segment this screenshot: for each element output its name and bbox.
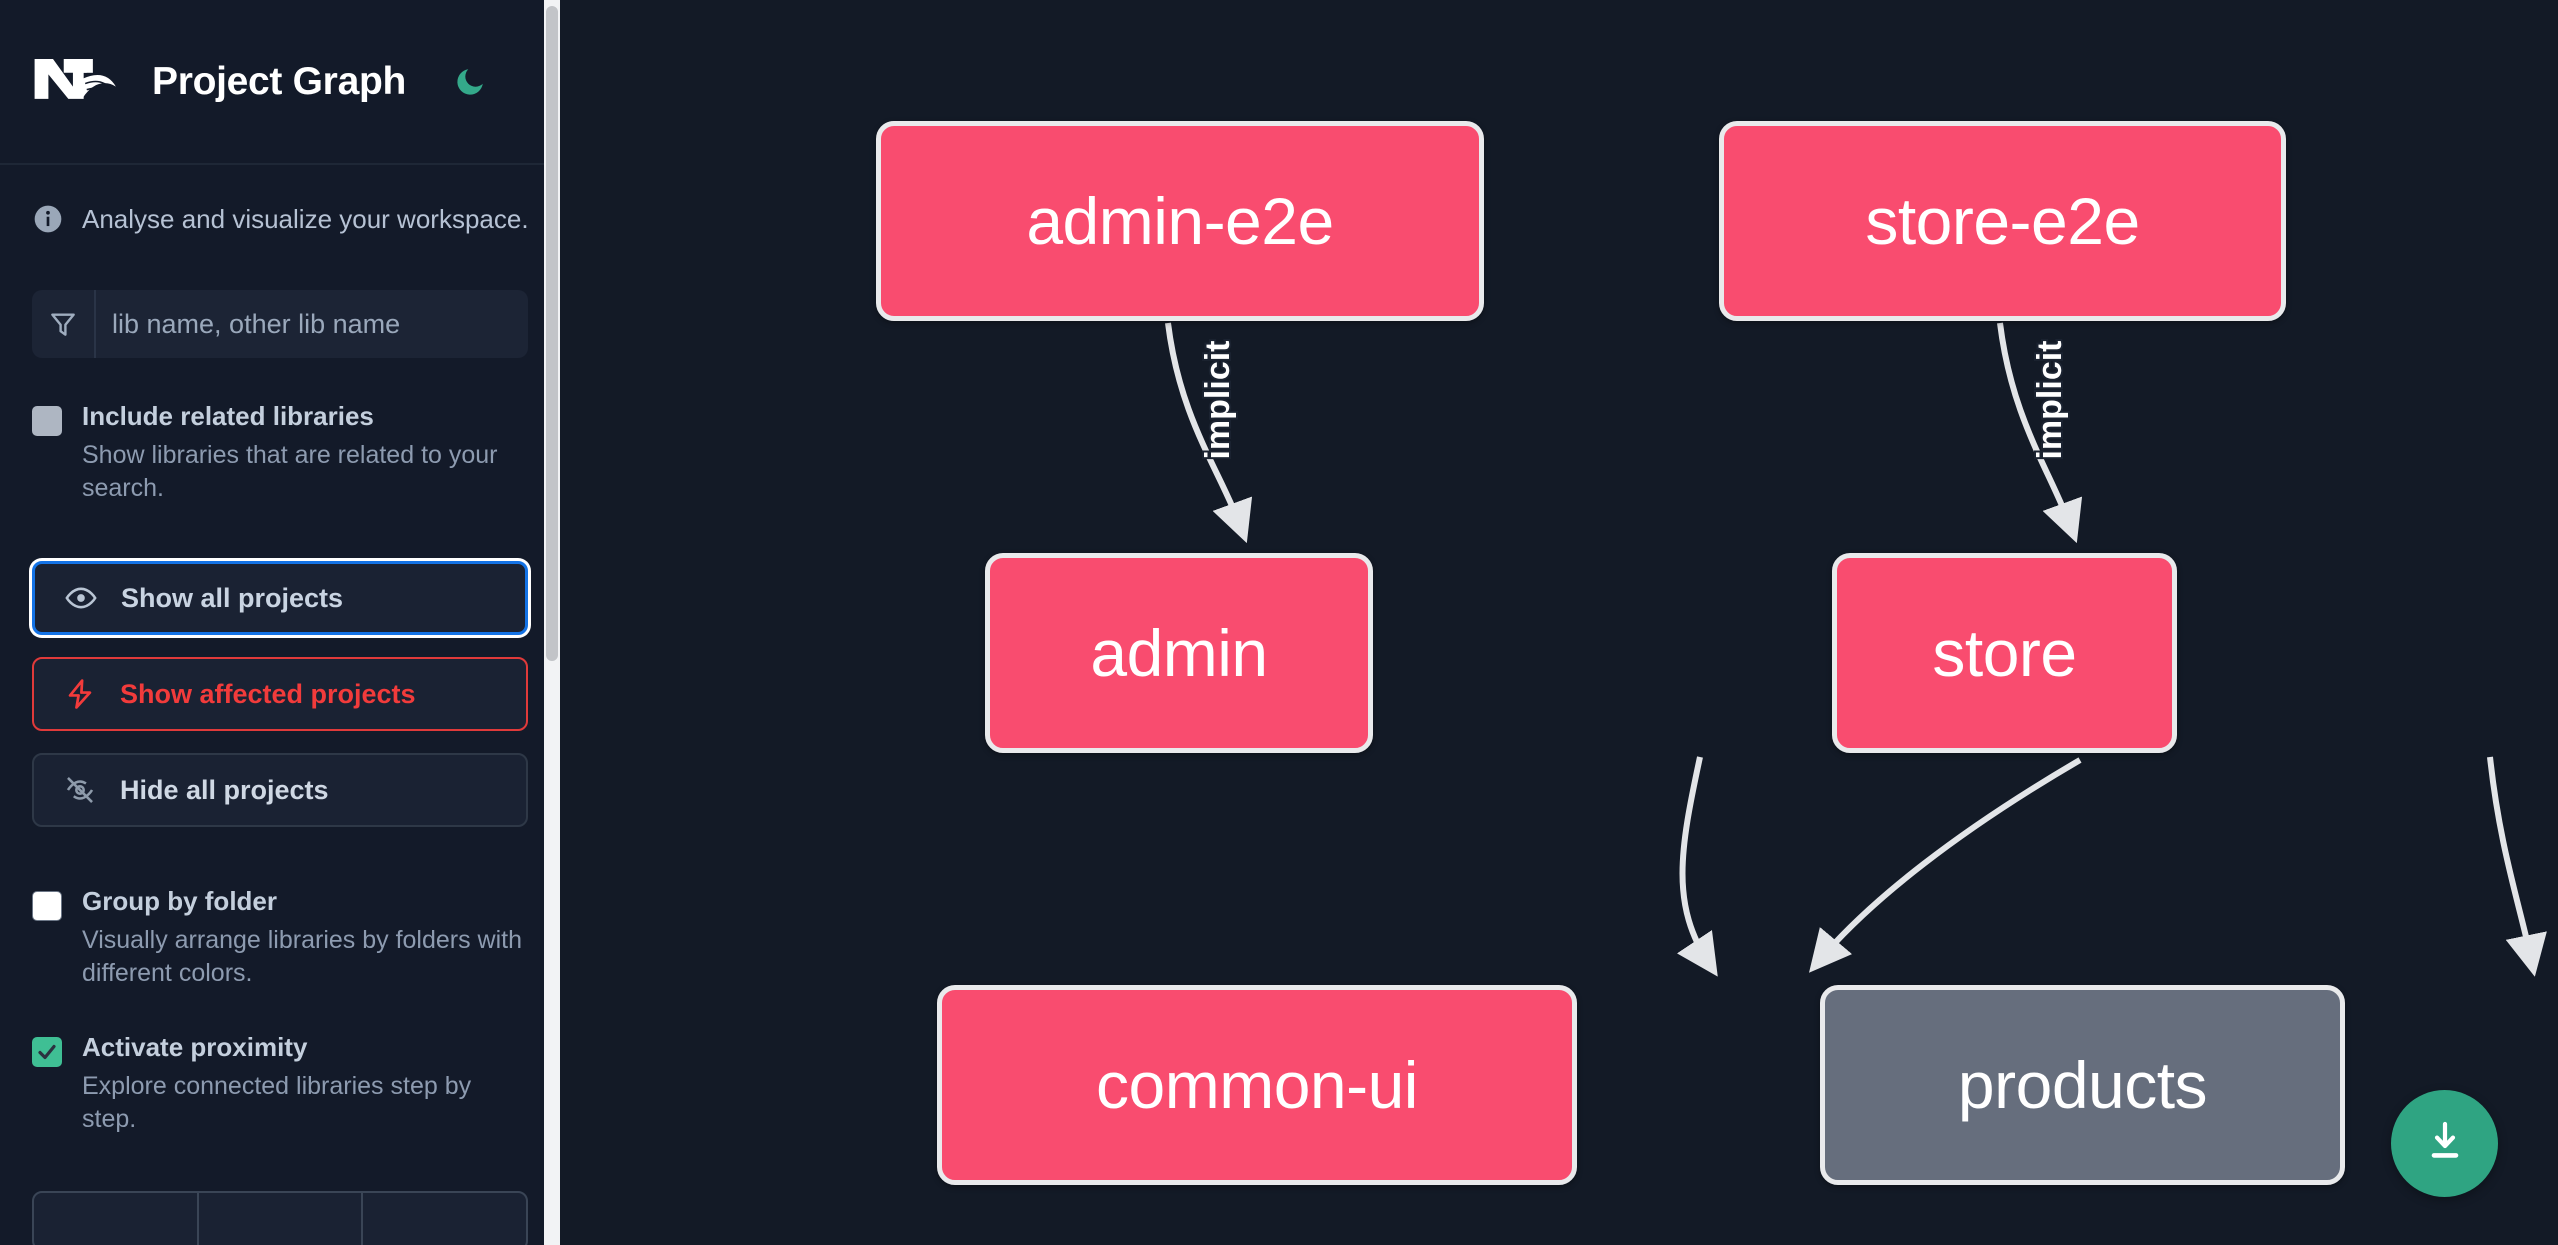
segment-3[interactable]: [363, 1193, 526, 1245]
hide-all-projects-button[interactable]: Hide all projects: [32, 753, 528, 827]
search-input[interactable]: [96, 290, 528, 358]
edge-label-implicit-store: implicit: [2031, 340, 2069, 459]
graph-node-store[interactable]: store: [1832, 553, 2177, 753]
show-all-projects-label: Show all projects: [121, 582, 344, 613]
show-all-projects-button[interactable]: Show all projects: [32, 561, 528, 635]
include-related-libraries-label: Include related libraries: [82, 401, 374, 431]
graph-node-store-e2e[interactable]: store-e2e: [1719, 121, 2286, 321]
include-related-libraries-description: Show libraries that are related to your …: [82, 440, 498, 503]
include-related-libraries-option: Include related libraries Show libraries…: [0, 400, 560, 506]
sidebar-scrollbar-thumb[interactable]: [546, 6, 558, 661]
group-by-folder-checkbox[interactable]: [32, 891, 62, 921]
graph-canvas[interactable]: implicit implicit admin-e2e store-e2e ad…: [560, 0, 2558, 1245]
eye-slash-icon: [62, 772, 98, 808]
show-affected-projects-button[interactable]: Show affected projects: [32, 657, 528, 731]
moon-icon[interactable]: [450, 62, 490, 102]
filter-funnel-icon[interactable]: [32, 290, 96, 358]
project-visibility-buttons: Show all projects Show affected projects: [0, 561, 560, 827]
graph-node-label: products: [1957, 1048, 2208, 1122]
sidebar-header: Project Graph: [0, 0, 560, 165]
eye-icon: [63, 580, 99, 616]
activate-proximity-checkbox[interactable]: [32, 1037, 62, 1067]
edge-store-e2e-to-store: [1997, 322, 2083, 544]
segment-2[interactable]: [199, 1193, 364, 1245]
info-text: Analyse and visualize your workspace.: [82, 203, 529, 234]
graph-node-admin[interactable]: admin: [985, 553, 1373, 753]
group-by-folder-description: Visually arrange libraries by folders wi…: [82, 925, 523, 988]
graph-node-admin-e2e[interactable]: admin-e2e: [876, 121, 1484, 321]
download-graph-button[interactable]: [2391, 1090, 2498, 1197]
group-by-folder-label: Group by folder: [82, 886, 277, 916]
edge-store-to-common-ui: [1809, 757, 2082, 973]
include-related-libraries-checkbox[interactable]: [32, 406, 62, 436]
group-by-folder-option: Group by folder Visually arrange librari…: [0, 885, 560, 991]
page-title: Project Graph: [152, 59, 406, 103]
download-icon: [2421, 1117, 2469, 1170]
activate-proximity-option: Activate proximity Explore connected lib…: [0, 1031, 560, 1137]
sidebar: Project Graph Analyse and visualize your…: [0, 0, 560, 1245]
info-icon: [32, 203, 64, 235]
hide-all-projects-label: Hide all projects: [120, 774, 329, 805]
graph-node-label: admin-e2e: [1026, 184, 1334, 258]
nx-logo-icon: [30, 51, 122, 113]
workspace-info: Analyse and visualize your workspace.: [0, 165, 560, 235]
graph-edges: implicit implicit: [1165, 322, 2547, 977]
activate-proximity-description: Explore connected libraries step by step…: [82, 1071, 472, 1134]
graph-node-label: common-ui: [1096, 1048, 1418, 1122]
segment-1[interactable]: [34, 1193, 199, 1245]
graph-node-label: store-e2e: [1865, 184, 2140, 258]
search-bar: [32, 290, 528, 358]
graph-node-label: admin: [1090, 616, 1268, 690]
activate-proximity-label: Activate proximity: [82, 1032, 308, 1062]
sidebar-scrollbar-track[interactable]: [544, 0, 560, 1245]
graph-node-label: store: [1932, 616, 2077, 690]
proximity-step-segmented-control[interactable]: [32, 1191, 528, 1245]
lightning-bolt-icon: [62, 676, 98, 712]
graph-node-common-ui[interactable]: common-ui: [937, 985, 1577, 1185]
show-affected-projects-label: Show affected projects: [120, 678, 416, 709]
graph-node-products[interactable]: products: [1820, 985, 2345, 1185]
edge-admin-e2e-to-admin: [1165, 322, 1253, 544]
edge-labels: implicit implicit: [1197, 338, 2071, 461]
edge-label-implicit-admin: implicit: [1199, 340, 1237, 459]
edge-admin-to-common-ui: [1677, 756, 1718, 977]
edge-store-to-products: [2487, 756, 2547, 977]
